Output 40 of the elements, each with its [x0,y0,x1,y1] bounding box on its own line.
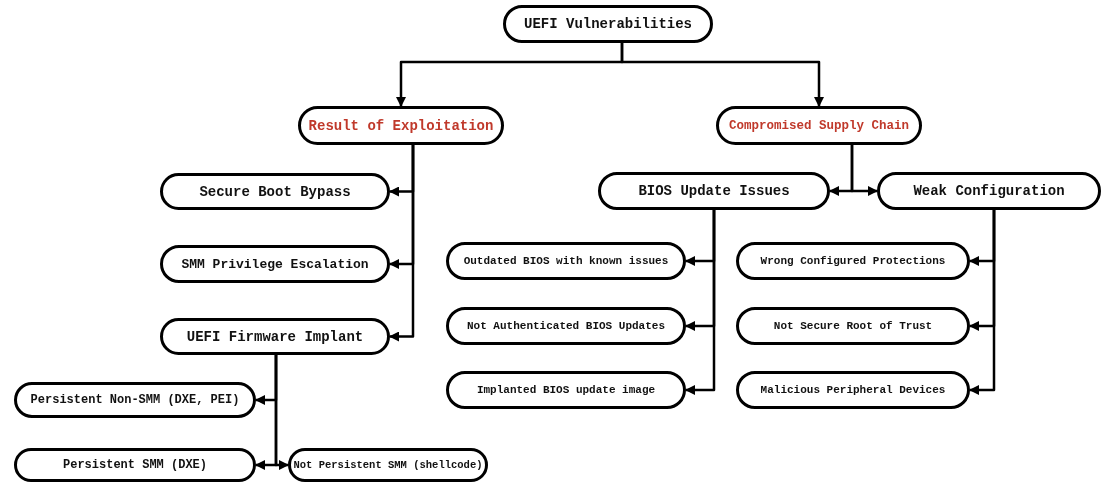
node-label: Not Persistent SMM (shellcode) [293,459,483,471]
process-box [288,448,488,482]
process-box [14,382,256,418]
process-box [736,371,970,409]
node-label: Implanted BIOS update image [476,384,656,396]
node-label: UEFI Firmware Implant [186,328,364,345]
process-box [160,318,390,355]
process-box [716,106,922,145]
arrow [620,43,824,107]
arrow [685,210,716,395]
node-label: Not Secure Root of Trust [773,320,933,332]
node-label: BIOS Update Issues [638,183,790,199]
node-label: Outdated BIOS with known issues [463,255,669,267]
node-label: Wrong Configured Protections [760,255,946,267]
process-box [298,106,504,145]
arrow [969,210,996,395]
process-box [446,242,686,280]
process-box [14,448,256,482]
arrow [850,145,878,196]
arrow [389,145,415,342]
process-box [736,242,970,280]
node-label: Result of Exploitation [308,117,494,134]
process-box [877,172,1101,210]
node-label: Secure Boot Bypass [199,183,351,200]
process-box [446,307,686,345]
arrow [274,355,289,470]
process-box [598,172,830,210]
node-label: Malicious Peripheral Devices [760,384,946,396]
node-label: Weak Configuration [913,183,1065,199]
node-label: SMM Privilege Escalation [181,256,369,272]
node-label: Compromised Supply Chain [729,118,909,133]
node-label: Persistent Non-SMM (DXE, PEI) [30,393,240,407]
node-label: Persistent SMM (DXE) [63,458,207,472]
node-label: UEFI Vulnerabilities [524,16,692,32]
process-box [160,245,390,283]
process-box [503,5,713,43]
node-label: Not Authenticated BIOS Updates [466,320,665,332]
process-box [446,371,686,409]
process-box [736,307,970,345]
process-box [160,173,390,210]
